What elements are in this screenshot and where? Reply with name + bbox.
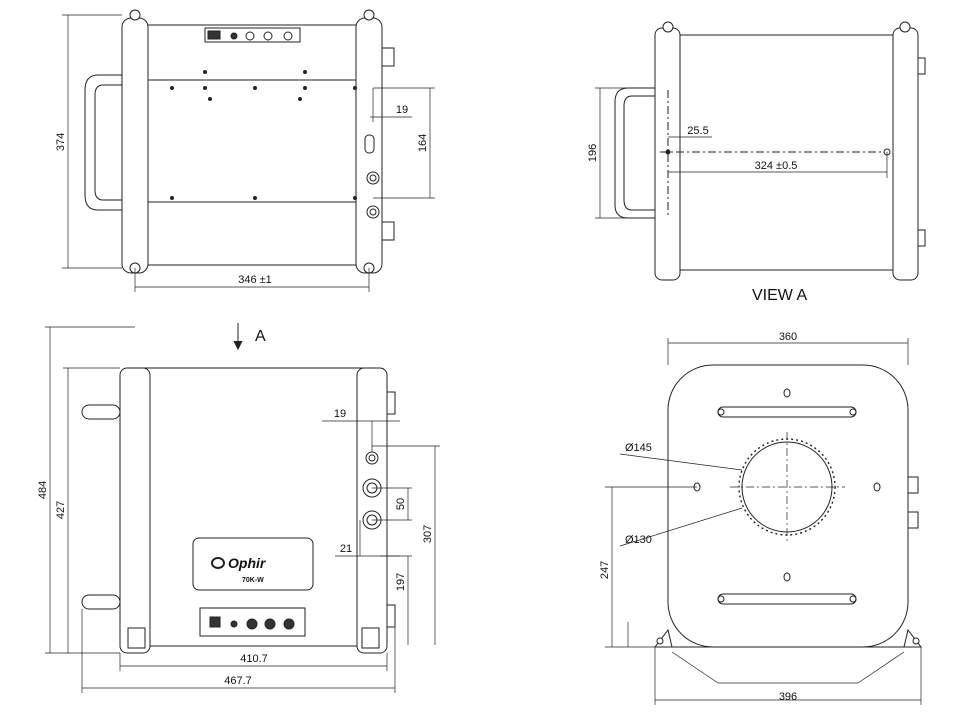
dim-374: 374 [55,133,67,151]
view-arrow-label: A [255,328,266,345]
view-a-title: VIEW A [752,287,807,304]
dim-50: 50 [395,498,407,510]
dim-dia-130: Ø130 [625,534,652,546]
dim-197: 197 [395,573,407,591]
rear-view: 360 Ø145 Ø130 247 396 [599,331,923,705]
dim-467-7: 467.7 [224,675,252,687]
dim-164: 164 [417,134,429,152]
front-view: A Ophir 70K-W [37,323,440,693]
dim-19-top: 19 [396,104,408,116]
dim-307: 307 [422,525,434,543]
dim-21: 21 [340,543,352,555]
top-view: 374 346 ±1 19 164 [55,9,435,292]
model-label: 70K-W [242,577,264,584]
dim-410-7: 410.7 [240,653,268,665]
top-view-screws [170,70,357,200]
dim-396: 396 [779,691,797,703]
dim-427: 427 [55,501,67,519]
dim-dia-145: Ø145 [625,442,652,454]
dim-360: 360 [779,331,797,343]
dim-19-front: 19 [334,408,346,420]
dim-25-5: 25.5 [687,125,708,137]
dim-247: 247 [599,561,611,579]
dim-196: 196 [587,144,599,162]
brand-logo-text: Ophir [228,555,267,571]
dim-346: 346 ±1 [238,274,272,286]
view-a: 196 25.5 324 ±0.5 VIEW A [587,21,926,304]
dim-484: 484 [37,481,49,499]
dim-324: 324 ±0.5 [755,160,798,172]
